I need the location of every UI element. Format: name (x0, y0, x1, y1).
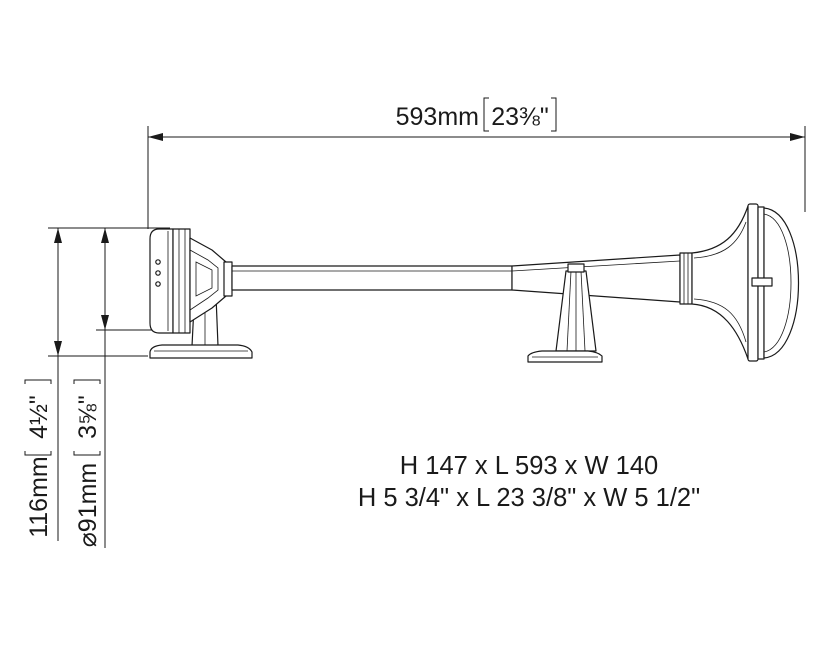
diameter-bracket-bottom (73, 451, 101, 456)
length-arrow-left (148, 133, 163, 141)
height-imperial-label: 4½" (25, 395, 53, 439)
flare-ring (679, 252, 693, 305)
diameter-imperial-label: 3⅝" (74, 395, 102, 439)
length-bracket-left (483, 97, 489, 132)
head-vent-icon (155, 259, 161, 265)
diameter-metric-label: ⌀91mm (74, 463, 102, 548)
bell-cap (763, 207, 800, 359)
flare-cone (511, 254, 681, 303)
length-imperial-label: 23⅜" (491, 103, 549, 131)
bell-tab (751, 277, 773, 287)
head-transition-brace (189, 249, 219, 311)
flare-highlight (511, 260, 681, 272)
left-mount-base (149, 344, 253, 359)
summary-imperial: H 5 3/4" x L 23 3/8" x W 5 1/2" (358, 484, 700, 512)
horn-bell (691, 203, 800, 362)
right-mount-clamp (567, 263, 585, 273)
head-transition-brace (195, 261, 213, 297)
bell-cap-contour (763, 213, 792, 353)
tube-body (231, 265, 513, 291)
bell-flare-contour (693, 221, 747, 259)
horn-tube (231, 265, 513, 291)
height-dimension: 116mm 4½" (24, 227, 170, 541)
right-mount (527, 263, 603, 363)
horn (149, 203, 800, 363)
length-arrow-right (790, 133, 805, 141)
right-mount-base (527, 350, 603, 363)
summary-metric: H 147 x L 593 x W 140 (400, 452, 658, 480)
bell-flare-contour (693, 298, 747, 343)
length-dimension: 593mm 23⅜" (147, 97, 806, 229)
diameter-bracket-top (73, 379, 101, 384)
bell-flare (691, 205, 749, 360)
diameter-arrow-top (101, 228, 109, 243)
horn-flare (511, 252, 693, 305)
length-bracket-right (551, 97, 557, 132)
head-vent-icon (155, 270, 161, 276)
height-bracket-bottom (24, 451, 52, 456)
compressor-head (149, 228, 233, 334)
head-flange (172, 228, 191, 334)
right-mount-rib (580, 270, 586, 352)
right-mount-rib (566, 270, 572, 352)
head-cap (149, 228, 174, 334)
height-metric-label: 116mm (25, 456, 53, 538)
head-collar (223, 261, 233, 297)
diameter-arrow-bottom (101, 315, 109, 330)
height-bracket-top (24, 379, 52, 384)
head-transition-cone (189, 237, 227, 323)
head-vent-icon (155, 281, 161, 287)
length-metric-label: 593mm (396, 103, 479, 131)
diameter-dimension: ⌀91mm 3⅝" (73, 228, 165, 548)
height-arrow-top (54, 228, 62, 243)
height-arrow-bottom (54, 341, 62, 356)
